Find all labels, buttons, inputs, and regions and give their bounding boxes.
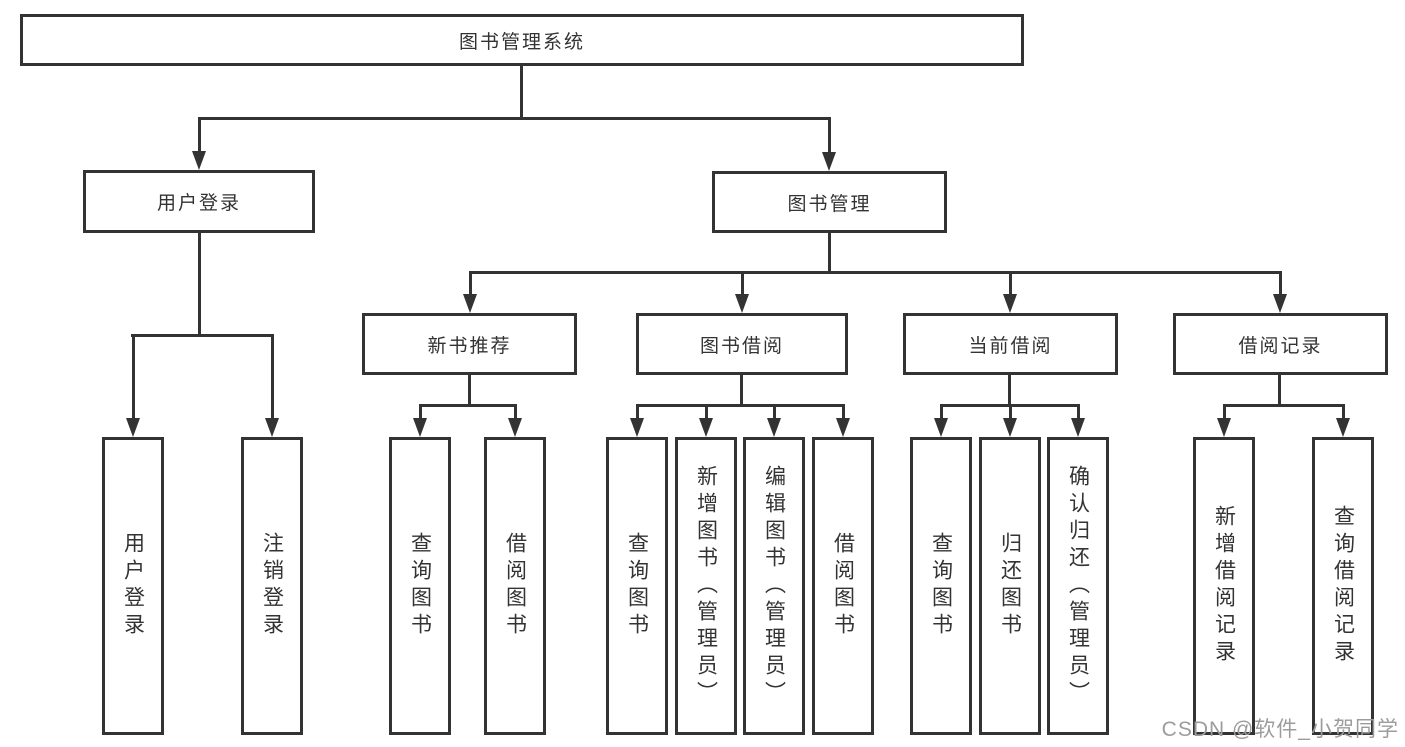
connector-line (1009, 404, 1012, 421)
leaf-recommend-borrow-books: 借阅图书 (484, 437, 546, 735)
leaf-user-login: 用户登录 (102, 437, 164, 735)
arrowhead-icon (1273, 294, 1287, 313)
leaf-borrow-books: 借阅图书 (812, 437, 874, 735)
arrowhead-icon (630, 418, 644, 437)
node-book-management: 图书管理 (712, 171, 947, 233)
connector-line (1223, 404, 1344, 407)
node-new-book-recommendation: 新书推荐 (362, 313, 577, 375)
leaf-borrow-query-books: 查询图书 (606, 437, 668, 735)
connector-line (271, 334, 274, 420)
arrowhead-icon (934, 418, 948, 437)
connector-line (828, 117, 831, 153)
connector-line (940, 404, 943, 421)
arrowhead-icon (1003, 294, 1017, 313)
arrowhead-icon (699, 418, 713, 437)
leaf-logout: 注销登录 (241, 437, 303, 735)
arrowhead-icon (508, 418, 522, 437)
connector-line (520, 66, 523, 118)
connector-line (419, 404, 422, 421)
connector-line (828, 233, 831, 273)
connector-line (514, 404, 517, 421)
leaf-recommend-query-books: 查询图书 (389, 437, 451, 735)
connector-line (468, 375, 471, 406)
leaf-confirm-return-admin: 确认归还（管理员） (1047, 437, 1109, 735)
connector-line (469, 271, 1282, 274)
arrowhead-icon (413, 418, 427, 437)
connector-line (1342, 404, 1345, 421)
connector-line (469, 271, 472, 297)
node-current-borrowing: 当前借阅 (903, 313, 1118, 375)
arrowhead-icon (1217, 418, 1231, 437)
arrowhead-icon (822, 152, 836, 171)
connector-line (636, 404, 639, 421)
arrowhead-icon (126, 418, 140, 437)
connector-line (198, 233, 201, 336)
connector-line (1009, 271, 1012, 297)
arrowhead-icon (192, 151, 206, 170)
leaf-add-borrow-record: 新增借阅记录 (1193, 437, 1255, 735)
arrowhead-icon (463, 294, 477, 313)
connector-line (419, 404, 517, 407)
connector-line (1008, 375, 1011, 406)
arrowhead-icon (1336, 418, 1350, 437)
connector-line (940, 404, 1079, 407)
leaf-add-books-admin: 新增图书（管理员） (675, 437, 737, 735)
arrowhead-icon (265, 418, 279, 437)
connector-line (198, 117, 201, 153)
connector-line (1279, 271, 1282, 297)
node-book-borrowing: 图书借阅 (636, 313, 848, 375)
node-borrowing-records: 借阅记录 (1173, 313, 1388, 375)
leaf-current-query-books: 查询图书 (910, 437, 972, 735)
connector-line (1077, 404, 1080, 421)
connector-line (842, 404, 845, 421)
arrowhead-icon (1071, 418, 1085, 437)
connector-line (636, 404, 845, 407)
arrowhead-icon (735, 294, 749, 313)
connector-line (1223, 404, 1226, 421)
connector-line (132, 334, 135, 420)
arrowhead-icon (836, 418, 850, 437)
leaf-return-books: 归还图书 (979, 437, 1041, 735)
arrowhead-icon (767, 418, 781, 437)
connector-line (705, 404, 708, 421)
arrowhead-icon (1003, 418, 1017, 437)
node-user-login: 用户登录 (83, 170, 315, 233)
node-book-management-system: 图书管理系统 (20, 14, 1024, 66)
connector-line (198, 117, 831, 120)
watermark: CSDN @软件_小贺同学 (1161, 718, 1399, 741)
leaf-query-borrow-record: 查询借阅记录 (1312, 437, 1374, 735)
connector-line (1278, 375, 1281, 406)
connector-line (740, 375, 743, 406)
connector-line (773, 404, 776, 421)
leaf-edit-books-admin: 编辑图书（管理员） (743, 437, 805, 735)
connector-line (741, 271, 744, 297)
connector-line (131, 334, 274, 337)
